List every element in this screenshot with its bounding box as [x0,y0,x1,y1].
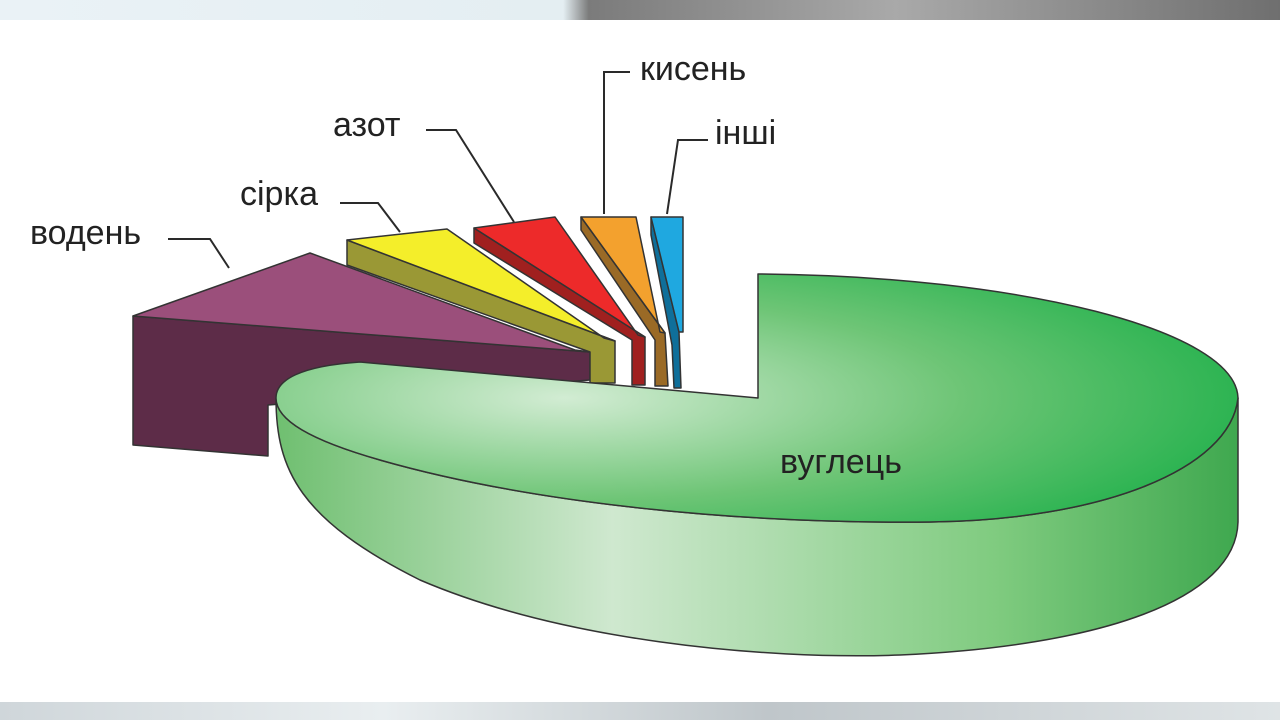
leader-line-4 [603,71,630,214]
slice-label-5: інші [715,114,776,152]
slice-label-1: водень [30,214,141,252]
slice-label-2: сірка [240,175,318,213]
slice-0-top [275,273,1239,523]
slice-3-top [473,216,646,338]
slice-2-top [346,228,616,342]
slice-1-top [132,252,591,353]
slice-label-0: вуглець [780,443,902,481]
leader-line-2 [340,202,401,233]
leader-line-1 [168,238,230,269]
slice-label-3: азот [333,106,400,144]
leader-line-3 [426,129,515,223]
slice-5-top [650,216,684,333]
leader-line-5 [666,139,708,215]
background-strip-top [0,0,1280,20]
background-strip-bottom [0,702,1280,720]
slice-4-top [580,216,666,334]
slice-label-4: кисень [640,50,746,88]
